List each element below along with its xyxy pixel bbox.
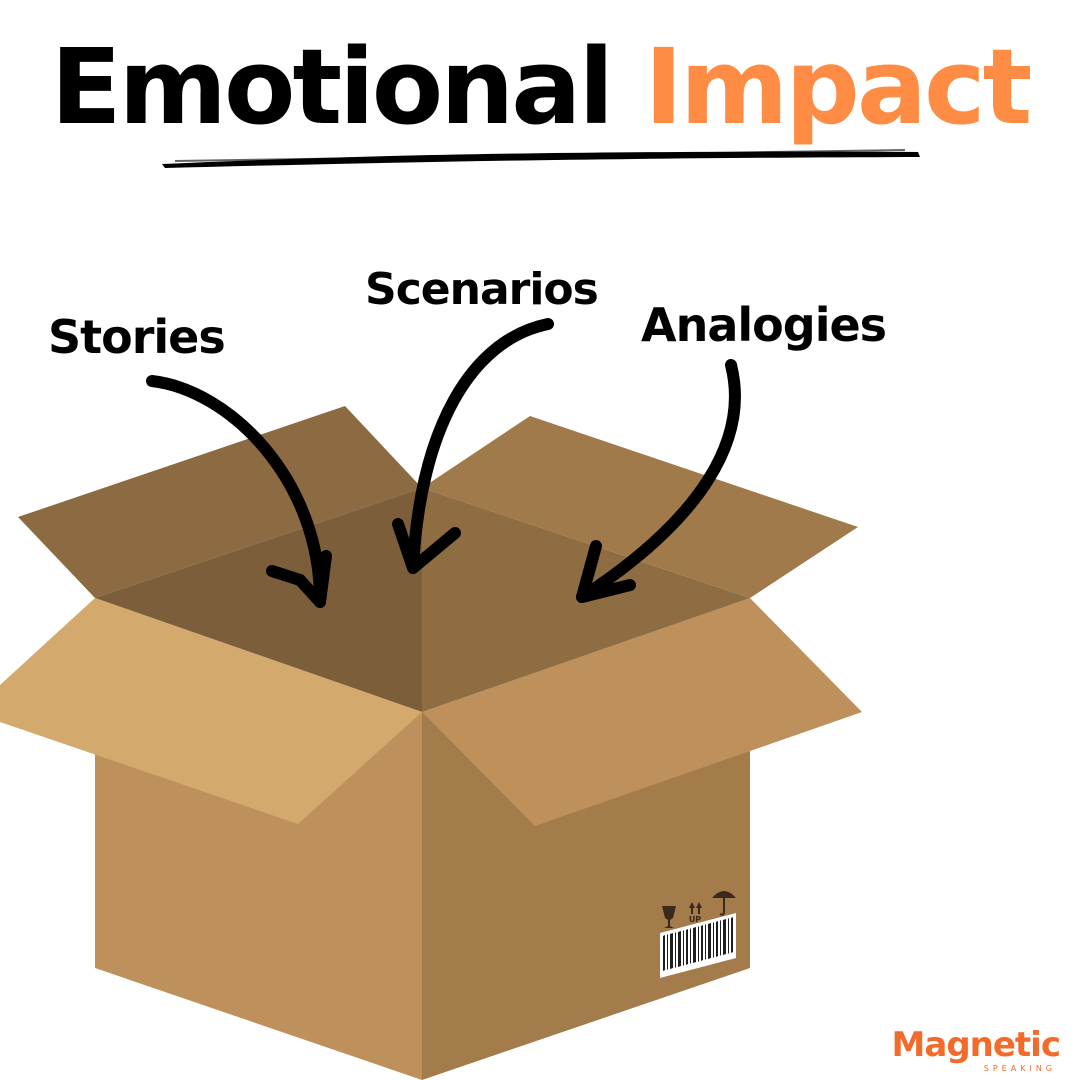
arrow-stories (146, 375, 332, 608)
page-title: Emotional Impact (0, 30, 1080, 144)
title-underline (162, 149, 920, 168)
shipping-label: UP (660, 891, 736, 978)
cardboard-box: UP (0, 406, 862, 1080)
brand-subtitle: SPEAKING (983, 1064, 1056, 1073)
keep-dry-umbrella-icon (712, 891, 736, 916)
fragile-glass-icon (662, 906, 676, 928)
barcode (663, 917, 733, 971)
box-inside-left (95, 488, 422, 712)
box-back-flap-right (422, 416, 858, 598)
arrow-scenarios (392, 318, 554, 574)
label-stories: Stories (48, 310, 226, 364)
title-part-1: Emotional (50, 26, 615, 148)
brand-name: Magnetic (891, 1025, 1061, 1065)
label-scenarios: Scenarios (365, 264, 599, 315)
label-analogies: Analogies (641, 298, 887, 352)
title-part-2-accent: Impact (644, 26, 1032, 148)
brand-logo: Magnetic SPEAKING (860, 1025, 1061, 1073)
arrow-analogies (576, 359, 741, 603)
up-text: UP (689, 915, 701, 924)
box-front-flap-right (422, 598, 862, 826)
box-back-flap-left (18, 406, 422, 598)
this-side-up-icon: UP (689, 902, 702, 924)
box-front-flap-left (0, 598, 422, 824)
